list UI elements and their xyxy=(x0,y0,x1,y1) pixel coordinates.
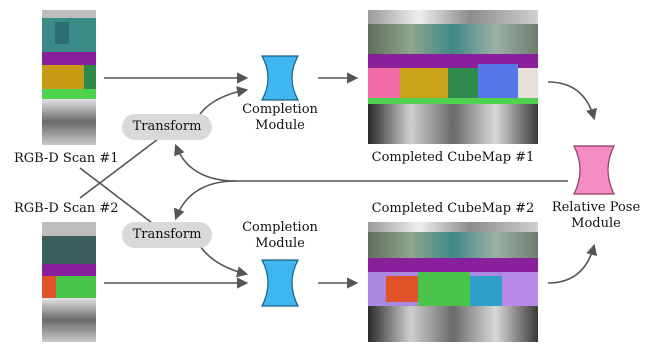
relative-pose-line1: Relative Pose xyxy=(551,200,641,215)
completion-module-1-label: Completion Module xyxy=(232,102,328,134)
rgbd-scan-1-image xyxy=(42,10,96,145)
relative-pose-module-shape xyxy=(573,145,615,195)
cubemap-2-label: Completed CubeMap #2 xyxy=(371,201,535,216)
completed-cubemap-1-image xyxy=(368,10,538,144)
flow-arrows xyxy=(79,72,598,289)
transform-1-label: Transform xyxy=(132,119,202,134)
completion-module-2-label: Completion Module xyxy=(232,220,328,252)
completion-module-2-shape xyxy=(261,259,299,307)
cross-line-scan1-to-transform2 xyxy=(79,167,157,227)
arrow-pose-feedback-to-transform2 xyxy=(173,180,237,221)
transform-2-box: Transform xyxy=(122,222,212,248)
rgbd-scan-2-image xyxy=(42,222,96,342)
completion-module-2-line1: Completion xyxy=(242,220,318,235)
relative-pose-line2: Module xyxy=(571,216,621,231)
relative-pose-module-label: Relative Pose Module xyxy=(548,200,644,232)
completion-module-1-line1: Completion xyxy=(242,102,318,117)
arrow-transform1-to-completion xyxy=(199,86,249,115)
transform-2-label: Transform xyxy=(132,227,202,242)
cross-line-scan2-to-transform1 xyxy=(79,135,163,199)
completion-module-1-line2: Module xyxy=(255,118,305,133)
completed-cubemap-2-image xyxy=(368,222,538,342)
completion-module-2-line2: Module xyxy=(255,236,305,251)
scan-2-label: RGB-D Scan #2 xyxy=(14,201,119,216)
arrow-cubemap1-to-pose xyxy=(547,81,597,121)
arrow-cubemap2-to-pose xyxy=(547,243,598,284)
scan-1-label: RGB-D Scan #1 xyxy=(14,151,119,166)
arrow-transform2-to-completion xyxy=(199,245,249,278)
transform-1-box: Transform xyxy=(122,114,212,140)
completion-module-1-shape xyxy=(260,55,300,101)
cubemap-1-label: Completed CubeMap #1 xyxy=(371,150,535,165)
